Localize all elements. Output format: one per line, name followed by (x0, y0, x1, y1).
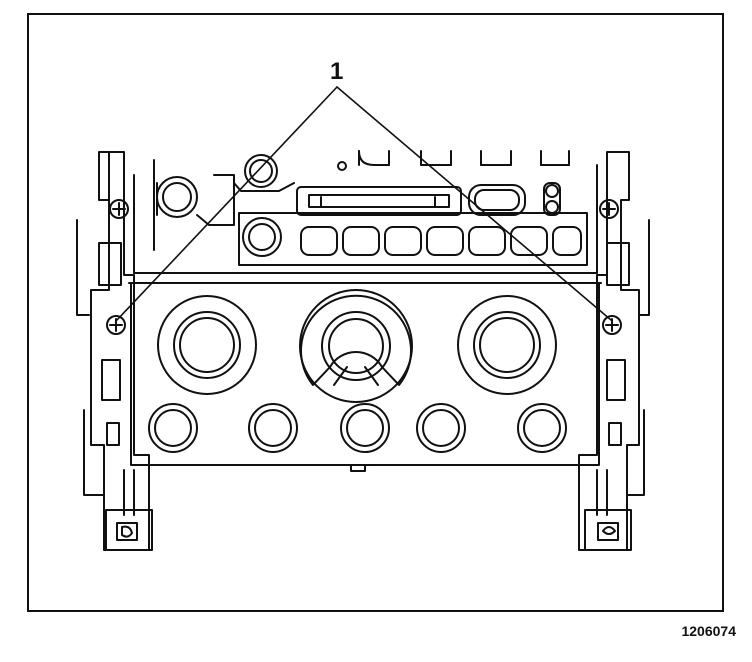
radio-unit (128, 150, 602, 284)
center-control-knob (299, 289, 413, 403)
figure-id-label: 1206074 (681, 623, 736, 639)
left-clip (105, 509, 153, 551)
dashboard-diagram (76, 86, 650, 551)
right-control-knob (457, 295, 557, 395)
callout-leader-lines (116, 86, 612, 321)
left-lower-screw (106, 315, 126, 335)
callout-number-label: 1 (330, 58, 344, 85)
right-lower-screw (602, 315, 622, 335)
right-clip (584, 509, 632, 551)
right-bracket (578, 151, 650, 551)
right-upper-screw (599, 199, 619, 219)
left-bracket (76, 151, 150, 551)
button-row (148, 403, 567, 453)
left-upper-screw (109, 199, 129, 219)
left-control-knob (157, 295, 257, 395)
figure-frame (27, 13, 724, 612)
climate-control-panel (130, 282, 600, 472)
